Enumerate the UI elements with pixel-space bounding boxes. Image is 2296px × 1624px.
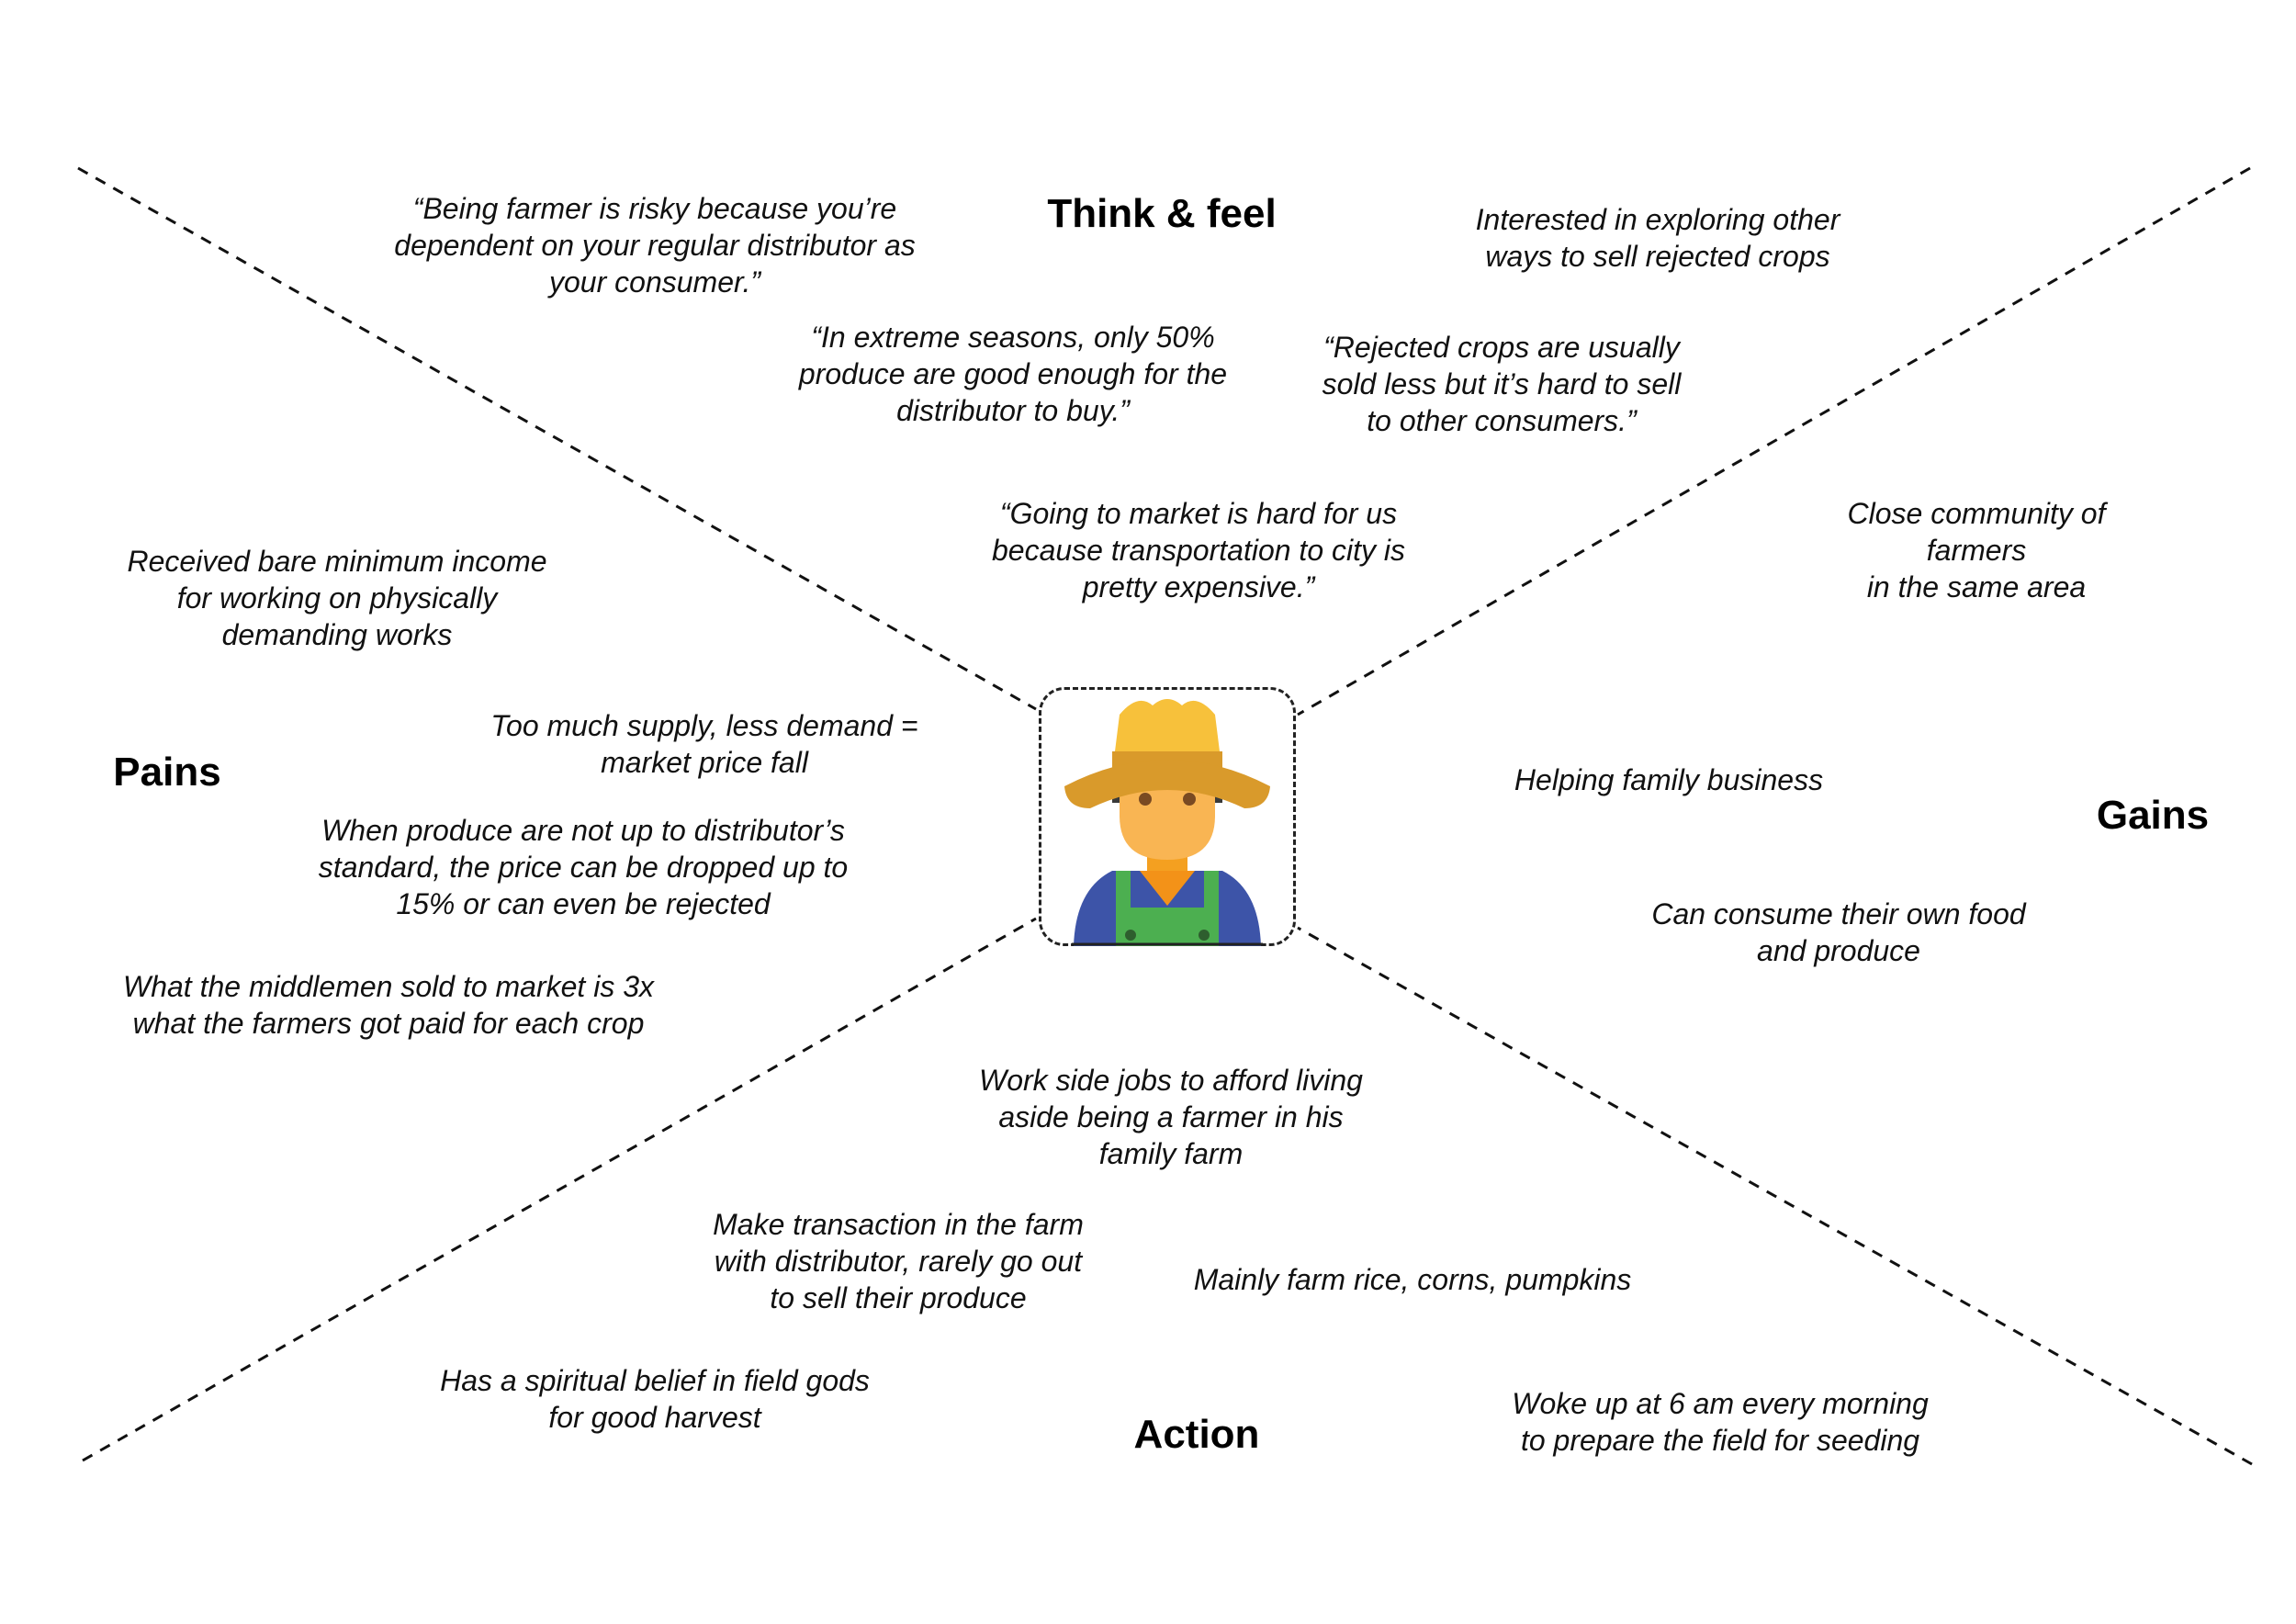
note-interested-rejected: Interested in exploring other ways to se…: [1475, 203, 1840, 273]
heading-gains: Gains: [2096, 793, 2210, 838]
divider-top-left: [77, 166, 1037, 711]
note-minimum-income: Received bare minimum income for working…: [127, 545, 547, 651]
note-side-jobs: Work side jobs to afford living aside be…: [979, 1064, 1363, 1170]
note-supply-demand: Too much supply, less demand = market pr…: [490, 709, 918, 779]
note-wake-early: Woke up at 6 am every morning to prepare…: [1512, 1387, 1929, 1457]
heading-action: Action: [1133, 1412, 1260, 1457]
note-consume-own-food: Can consume their own food and produce: [1651, 897, 2026, 967]
note-main-crops: Mainly farm rice, corns, pumpkins: [1193, 1263, 1632, 1296]
note-market-transport: “Going to market is hard for us because …: [991, 497, 1406, 603]
divider-bottom-left: [82, 917, 1037, 1462]
note-farm-transaction: Make transaction in the farm with distri…: [713, 1208, 1084, 1314]
heading-think-feel: Think & feel: [1047, 191, 1277, 236]
note-risky-distributor: “Being farmer is risky because you’re de…: [394, 192, 916, 299]
divider-top-right: [1297, 166, 2251, 716]
note-rejected-crops: “Rejected crops are usually sold less bu…: [1322, 331, 1682, 437]
divider-bottom-right: [1297, 926, 2253, 1466]
note-spiritual-belief: Has a spiritual belief in field gods for…: [440, 1364, 870, 1434]
heading-pains: Pains: [113, 750, 221, 795]
farmer-icon: [1064, 699, 1270, 946]
note-close-community: Close community of farmers in the same a…: [1847, 497, 2106, 603]
note-extreme-seasons: “In extreme seasons, only 50% produce ar…: [798, 321, 1228, 427]
note-middlemen: What the middlemen sold to market is 3x …: [122, 970, 655, 1040]
note-family-business: Helping family business: [1514, 763, 1824, 796]
note-distributor-standard: When produce are not up to distributor’s…: [318, 814, 849, 920]
